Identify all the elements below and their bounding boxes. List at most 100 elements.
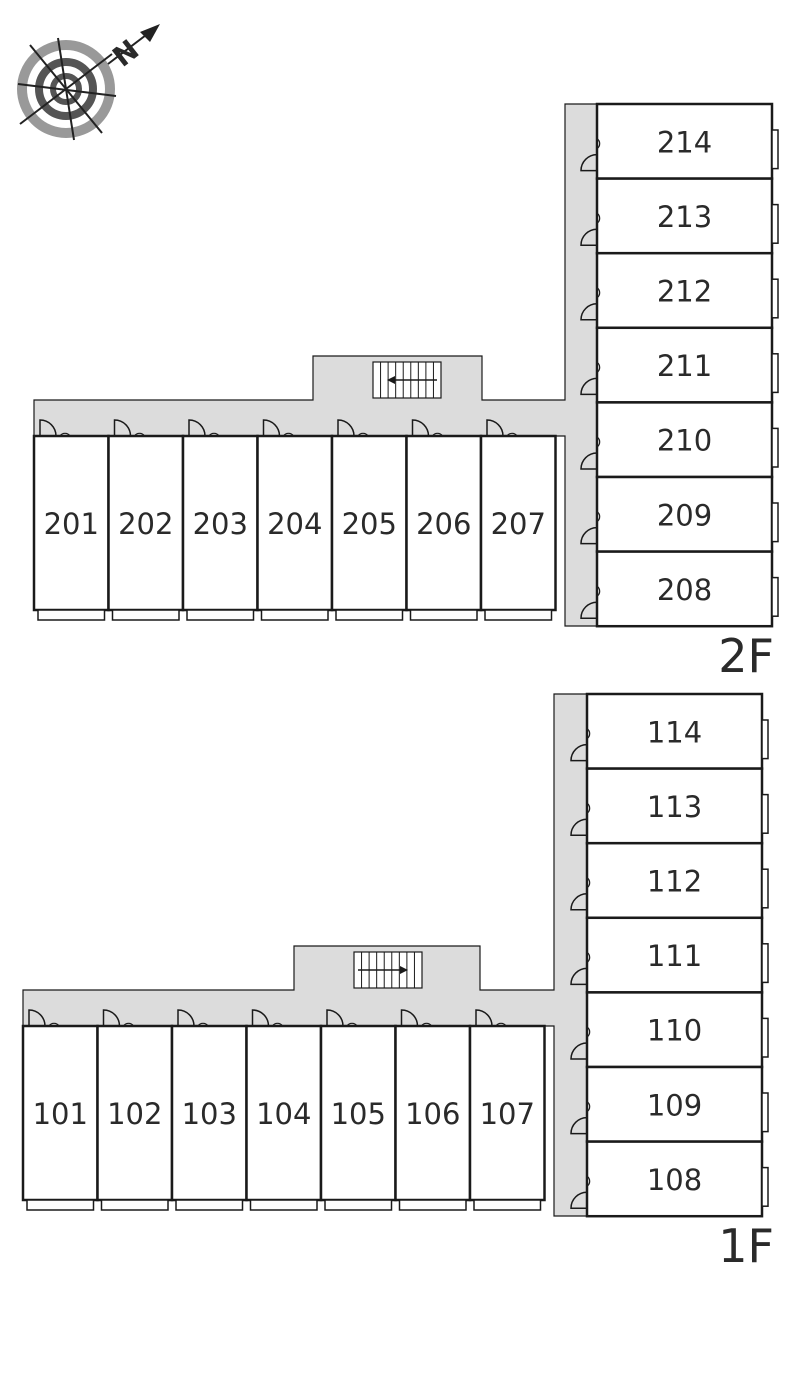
balcony	[771, 278, 779, 319]
balcony	[771, 129, 779, 170]
unit-207[interactable]: 207	[479, 434, 557, 621]
unit-105[interactable]: 105	[319, 1024, 397, 1211]
unit-number: 209	[657, 498, 712, 532]
unit-number: 104	[256, 1097, 311, 1131]
unit-number: 103	[182, 1097, 237, 1131]
door-icon	[570, 1026, 591, 1060]
door-icon	[570, 951, 591, 986]
unit-106[interactable]: 106	[394, 1024, 472, 1211]
door-icon	[580, 138, 601, 172]
unit-201[interactable]: 201	[32, 434, 110, 621]
unit-number: 203	[193, 507, 248, 541]
door-icon	[580, 511, 601, 545]
door-icon	[580, 436, 601, 470]
balcony	[398, 1199, 467, 1211]
unit-211[interactable]: 211	[595, 326, 779, 404]
unit-213[interactable]: 213	[595, 177, 779, 255]
unit-202[interactable]: 202	[107, 434, 185, 621]
unit-number: 205	[342, 507, 397, 541]
unit-212[interactable]: 212	[595, 251, 779, 330]
door-icon	[28, 1009, 60, 1027]
compass-rose-icon: N	[17, 24, 160, 141]
unit-number: 110	[647, 1014, 702, 1048]
unit-104[interactable]: 104	[245, 1024, 323, 1211]
door-icon	[580, 212, 601, 246]
door-icon	[570, 802, 591, 836]
balcony	[761, 868, 769, 909]
unit-number: 207	[491, 507, 546, 541]
unit-206[interactable]: 206	[405, 434, 483, 621]
balcony	[771, 203, 779, 244]
unit-203[interactable]: 203	[181, 434, 259, 621]
balcony	[260, 609, 329, 621]
unit-number: 105	[331, 1097, 386, 1131]
unit-103[interactable]: 103	[170, 1024, 248, 1211]
unit-number: 114	[647, 715, 702, 749]
balcony	[761, 793, 769, 834]
balcony	[175, 1199, 244, 1211]
unit-number: 214	[657, 125, 712, 159]
balcony	[111, 609, 180, 621]
unit-114[interactable]: 114	[585, 692, 769, 770]
unit-number: 112	[647, 865, 702, 899]
unit-110[interactable]: 110	[585, 991, 769, 1069]
unit-204[interactable]: 204	[256, 434, 334, 621]
unit-101[interactable]: 101	[21, 1024, 99, 1211]
door-icon	[262, 419, 294, 437]
corridor	[33, 103, 598, 627]
stairs-icon	[372, 361, 442, 399]
door-icon	[188, 419, 220, 437]
unit-102[interactable]: 102	[96, 1024, 174, 1211]
door-icon	[475, 1009, 507, 1027]
unit-209[interactable]: 209	[595, 475, 779, 553]
door-icon	[580, 287, 601, 321]
balcony	[100, 1199, 169, 1211]
unit-208[interactable]: 208	[595, 550, 779, 628]
balcony	[761, 943, 769, 984]
door-icon	[570, 728, 591, 762]
door-icon	[337, 419, 369, 437]
balcony	[186, 609, 255, 621]
balcony	[249, 1199, 318, 1211]
unit-214[interactable]: 214	[595, 102, 779, 180]
balcony	[37, 609, 106, 621]
balcony	[761, 1092, 769, 1133]
unit-number: 208	[657, 573, 712, 607]
unit-112[interactable]: 112	[585, 841, 769, 920]
door-icon	[570, 1101, 591, 1135]
unit-113[interactable]: 113	[585, 767, 769, 845]
unit-107[interactable]: 107	[468, 1024, 546, 1211]
door-icon	[580, 361, 601, 396]
balcony	[761, 1017, 769, 1058]
door-icon	[102, 1009, 134, 1027]
unit-number: 108	[647, 1163, 702, 1197]
balcony	[324, 1199, 393, 1211]
unit-number: 206	[416, 507, 471, 541]
door-icon	[400, 1009, 432, 1027]
floor-label: 2F	[718, 629, 774, 683]
door-icon	[251, 1009, 283, 1027]
unit-number: 212	[657, 275, 712, 309]
unit-number: 102	[107, 1097, 162, 1131]
unit-111[interactable]: 111	[585, 916, 769, 994]
door-icon	[580, 585, 601, 619]
balcony	[771, 427, 779, 468]
balcony	[771, 502, 779, 543]
balcony	[26, 1199, 95, 1211]
unit-number: 202	[118, 507, 173, 541]
unit-108[interactable]: 108	[585, 1140, 769, 1218]
unit-210[interactable]: 210	[595, 401, 779, 479]
balcony	[409, 609, 478, 621]
unit-205[interactable]: 205	[330, 434, 408, 621]
unit-109[interactable]: 109	[585, 1065, 769, 1143]
door-icon	[39, 419, 71, 437]
door-icon	[570, 877, 591, 911]
balcony	[473, 1199, 542, 1211]
door-icon	[177, 1009, 209, 1027]
unit-number: 210	[657, 424, 712, 458]
balcony	[335, 609, 404, 621]
balcony	[484, 609, 553, 621]
unit-number: 113	[647, 790, 702, 824]
unit-number: 111	[647, 939, 702, 973]
